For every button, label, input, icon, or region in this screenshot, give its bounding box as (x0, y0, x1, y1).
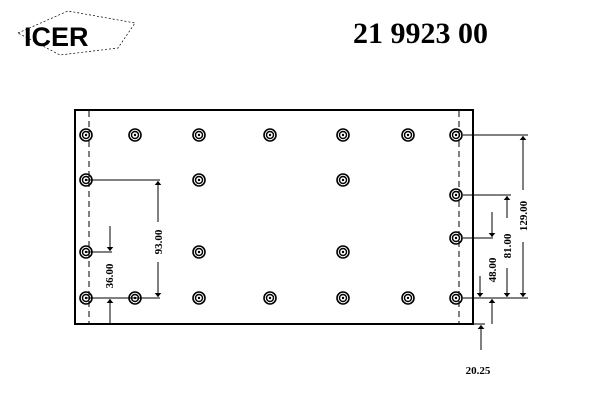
rivet-hole (401, 128, 415, 142)
rivet-hole (192, 128, 206, 142)
dimension-20-25: 20.25 (466, 323, 491, 377)
rivet-hole (449, 128, 463, 142)
rivet-hole (192, 173, 206, 187)
dimension-129: 129.00 (463, 134, 530, 299)
part-number: 21 9923 00 (353, 17, 488, 50)
dimension-81: 81.00 (463, 194, 514, 297)
rivet-hole (449, 291, 463, 305)
svg-text:20.25: 20.25 (466, 365, 491, 377)
svg-text:93.00: 93.00 (153, 229, 165, 254)
rivet-hole (449, 188, 463, 202)
rivet-hole (336, 291, 350, 305)
rivet-hole (192, 291, 206, 305)
svg-text:36.00: 36.00 (104, 263, 116, 288)
rivet-hole (263, 291, 277, 305)
svg-text:81.00: 81.00 (502, 233, 514, 258)
lining-outline (74, 109, 474, 325)
rivet-hole (336, 245, 350, 259)
rivet-hole (79, 128, 93, 142)
rivet-hole (449, 231, 463, 245)
logo-text: ICER (24, 22, 89, 52)
rivet-hole (263, 128, 277, 142)
rivet-hole (192, 245, 206, 259)
rivet-hole (336, 128, 350, 142)
rivet-holes (79, 128, 463, 305)
svg-text:48.00: 48.00 (487, 257, 499, 282)
rivet-hole (401, 291, 415, 305)
svg-text:129.00: 129.00 (518, 200, 530, 231)
rivet-hole (128, 128, 142, 142)
dimension-93: 93.00 (86, 179, 165, 299)
rivet-hole (336, 173, 350, 187)
dimension-48: 48.00 (463, 212, 499, 324)
dimension-36: 36.00 (86, 226, 116, 323)
icer-logo: ICER (17, 10, 136, 56)
